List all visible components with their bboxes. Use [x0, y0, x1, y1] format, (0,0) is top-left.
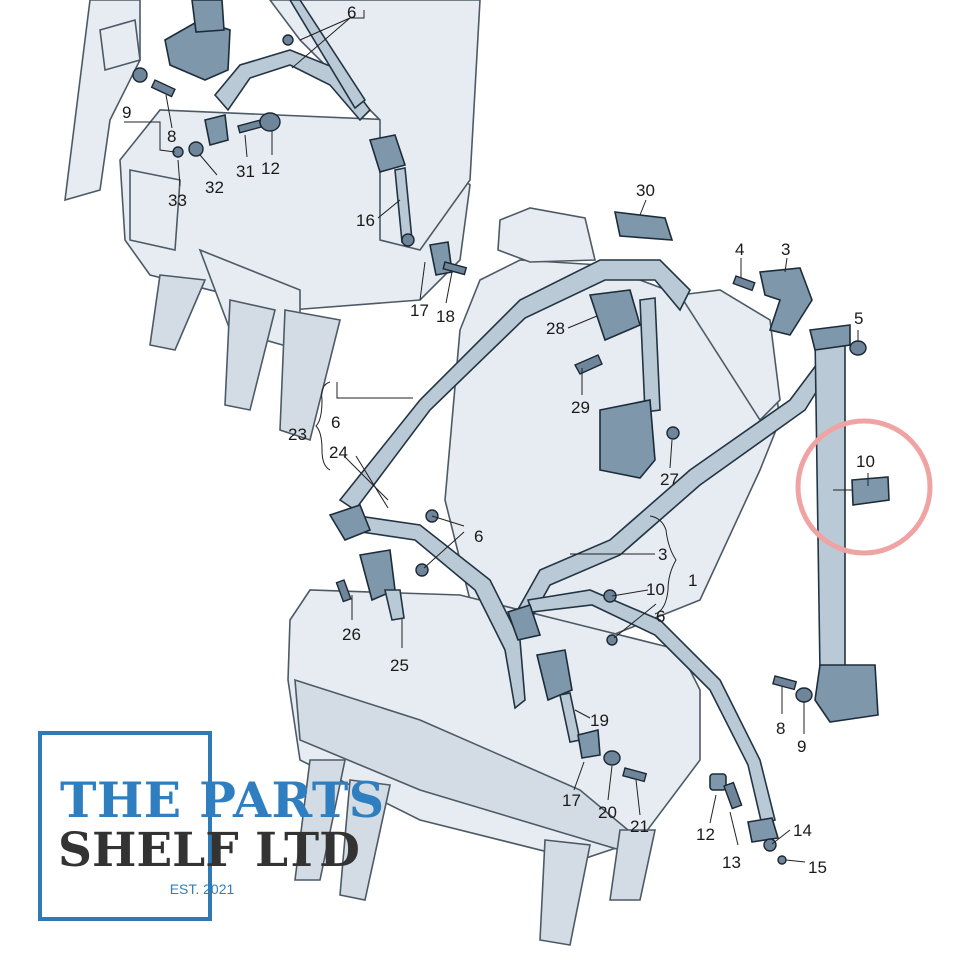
callout-25: 25: [390, 656, 409, 675]
callout-21: 21: [630, 817, 649, 836]
callout-1: 1: [688, 571, 697, 590]
callout-8-right: 8: [776, 719, 785, 738]
callout-12-rear: 12: [261, 159, 280, 178]
callout-16: 16: [356, 211, 375, 230]
callout-4: 4: [735, 240, 744, 259]
logo-established: EST. 2021: [169, 881, 235, 897]
callout-26: 26: [342, 625, 361, 644]
callout-33: 33: [168, 191, 187, 210]
callout-8-rear: 8: [167, 127, 176, 146]
callout-28: 28: [546, 319, 565, 338]
leader-lines: [124, 10, 869, 863]
highlight-circle: [795, 418, 933, 556]
logo-line-2: SHELF LTD: [58, 823, 360, 878]
callout-6-bottom: 6: [656, 607, 665, 626]
callout-31: 31: [236, 162, 255, 181]
callout-9-right: 9: [797, 737, 806, 756]
callout-6-top: 6: [347, 3, 356, 22]
callout-14: 14: [793, 821, 812, 840]
callout-30: 30: [636, 181, 655, 200]
callout-17-rear: 17: [410, 301, 429, 320]
callout-32: 32: [205, 178, 224, 197]
callout-12-front: 12: [696, 825, 715, 844]
callout-18: 18: [436, 307, 455, 326]
company-logo: THE PARTS SHELF LTD EST. 2021: [38, 731, 384, 921]
callout-6-mid: 6: [474, 527, 483, 546]
callout-17-front: 17: [562, 791, 581, 810]
callout-3-mid: 3: [658, 545, 667, 564]
callout-9-rear: 9: [122, 103, 131, 122]
callout-10-mid: 10: [646, 580, 665, 599]
callout-13: 13: [722, 853, 741, 872]
callout-20: 20: [598, 803, 617, 822]
callout-23: 23: [288, 425, 307, 444]
rear-belt-assembly: [132, 0, 468, 276]
front-belt-assembly: [328, 211, 890, 865]
callout-27: 27: [660, 470, 679, 489]
callout-24: 24: [329, 443, 348, 462]
callout-3-top: 3: [781, 240, 790, 259]
logo-line-1: THE PARTS: [60, 771, 385, 829]
callout-5: 5: [854, 309, 863, 328]
callout-6-left: 6: [331, 413, 340, 432]
callout-15: 15: [808, 858, 827, 877]
callout-labels: 6 9 8 33 32 31 12 16 17 18 30 4 3 5 28 2…: [122, 3, 875, 877]
callout-10-right: 10: [856, 452, 875, 471]
callout-29: 29: [571, 398, 590, 417]
callout-19: 19: [590, 711, 609, 730]
